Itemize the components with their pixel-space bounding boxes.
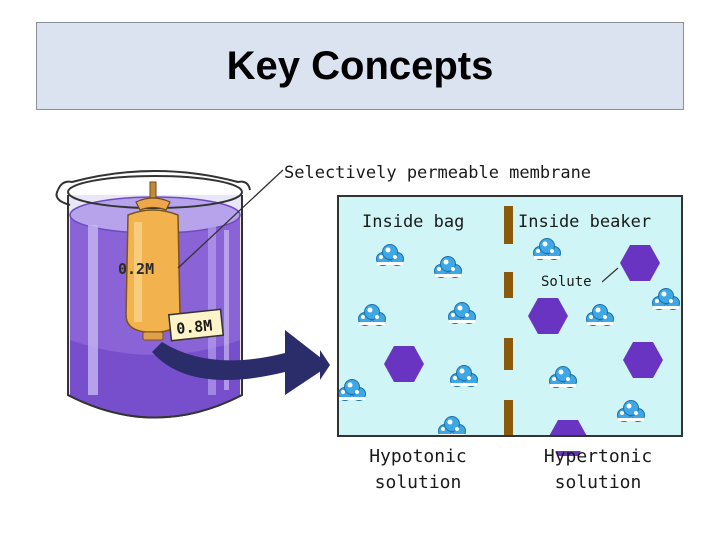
dialysis-bag: [125, 181, 181, 341]
solute-label: Solute: [541, 274, 592, 290]
inside-bag-label: Inside bag: [362, 212, 464, 232]
right-caption-line2: solution: [555, 472, 642, 493]
inside-beaker-label: Inside beaker: [518, 212, 651, 232]
magnified-panel: Inside bag Inside beaker Solute: [337, 195, 683, 456]
left-caption-line1: Hypotonic: [369, 446, 467, 467]
bag-concentration-label: 0.2M: [118, 260, 154, 278]
title-banner: Key Concepts: [36, 22, 684, 110]
membrane-label: Selectively permeable membrane: [284, 163, 591, 183]
slide-title: Key Concepts: [226, 43, 494, 88]
solute-pointer-line: [601, 267, 619, 283]
right-caption-line1: Hypertonic: [544, 446, 652, 467]
zoom-arrow: [152, 330, 330, 395]
beaker-concentration-label: 0.8M: [175, 316, 213, 338]
left-caption-line2: solution: [375, 472, 462, 493]
beaker-concentration-tag: 0.8M: [167, 308, 225, 342]
beaker: 0.2M 0.8M: [55, 170, 251, 419]
membrane-dashes: [504, 206, 513, 436]
membrane-pointer-line: [177, 169, 284, 269]
